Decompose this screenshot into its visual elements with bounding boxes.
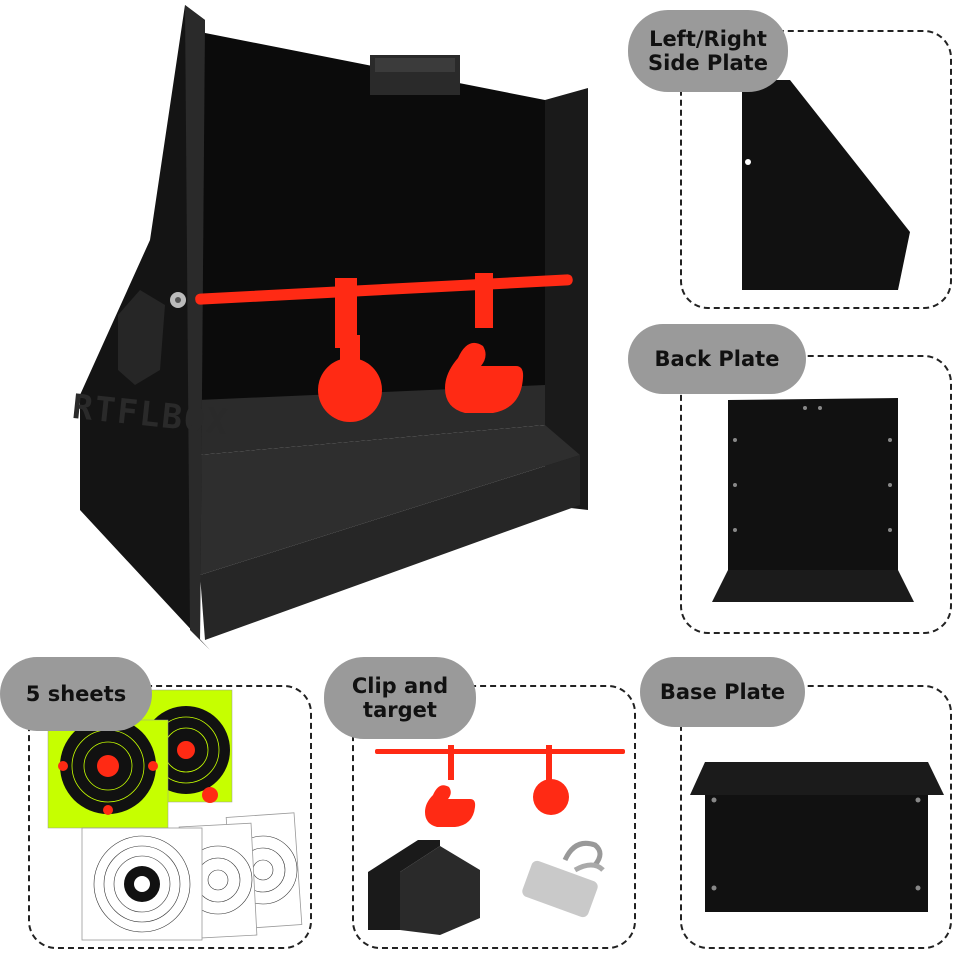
main-product: RTFLBOX (0, 0, 600, 660)
back-plate-label: Back Plate (628, 324, 806, 394)
base-plate-label: Base Plate (640, 657, 805, 727)
sheets-label: 5 sheets (0, 657, 152, 731)
back-plate-panel (680, 355, 952, 634)
target-box-illustration (80, 5, 588, 650)
